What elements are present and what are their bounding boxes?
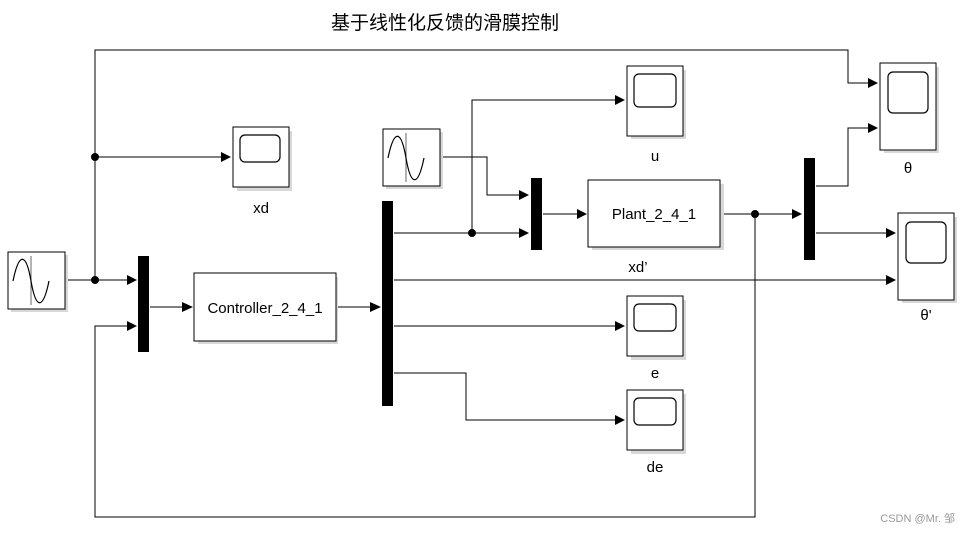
scope-icon <box>905 221 947 264</box>
plant-block[interactable]: Plant_2_4_1 <box>587 179 724 250</box>
mux-1[interactable] <box>138 256 149 352</box>
branch-points <box>91 153 759 284</box>
scope-icon <box>887 71 929 114</box>
signal-lines <box>65 49 887 518</box>
diagram-title: 基于线性化反馈的滑膜控制 <box>331 12 559 34</box>
scope-theta[interactable] <box>879 62 939 153</box>
scope-u[interactable] <box>626 65 686 139</box>
watermark-text: CSDN @Mr. 邹 <box>880 512 955 525</box>
sine-wave-source-2[interactable] <box>382 128 443 189</box>
scope-de-label: de <box>647 459 664 476</box>
scope-de[interactable] <box>626 389 686 454</box>
scope-e[interactable] <box>626 295 686 360</box>
mux-2[interactable] <box>531 178 542 250</box>
signal-xd-dot-label: xd’ <box>628 259 647 276</box>
scope-theta-dot-label: θ' <box>920 307 931 324</box>
controller-block[interactable]: Controller_2_4_1 <box>193 272 338 344</box>
scope-icon <box>239 134 281 163</box>
scope-theta-dot[interactable] <box>897 212 957 303</box>
plant-label: Plant_2_4_1 <box>612 206 696 223</box>
demux-1[interactable] <box>382 201 393 406</box>
scope-icon <box>633 397 677 426</box>
arrow-heads <box>127 78 896 425</box>
controller-label: Controller_2_4_1 <box>207 300 322 317</box>
scope-xd[interactable] <box>232 126 292 191</box>
scope-e-label: e <box>651 365 659 382</box>
scope-theta-label: θ <box>904 160 912 177</box>
scope-icon <box>633 303 677 332</box>
sine-wave-source-1[interactable] <box>7 251 68 312</box>
scope-xd-label: xd <box>253 200 269 217</box>
scope-u-label: u <box>651 148 659 165</box>
scope-icon <box>633 73 677 108</box>
mux-3[interactable] <box>804 158 815 260</box>
